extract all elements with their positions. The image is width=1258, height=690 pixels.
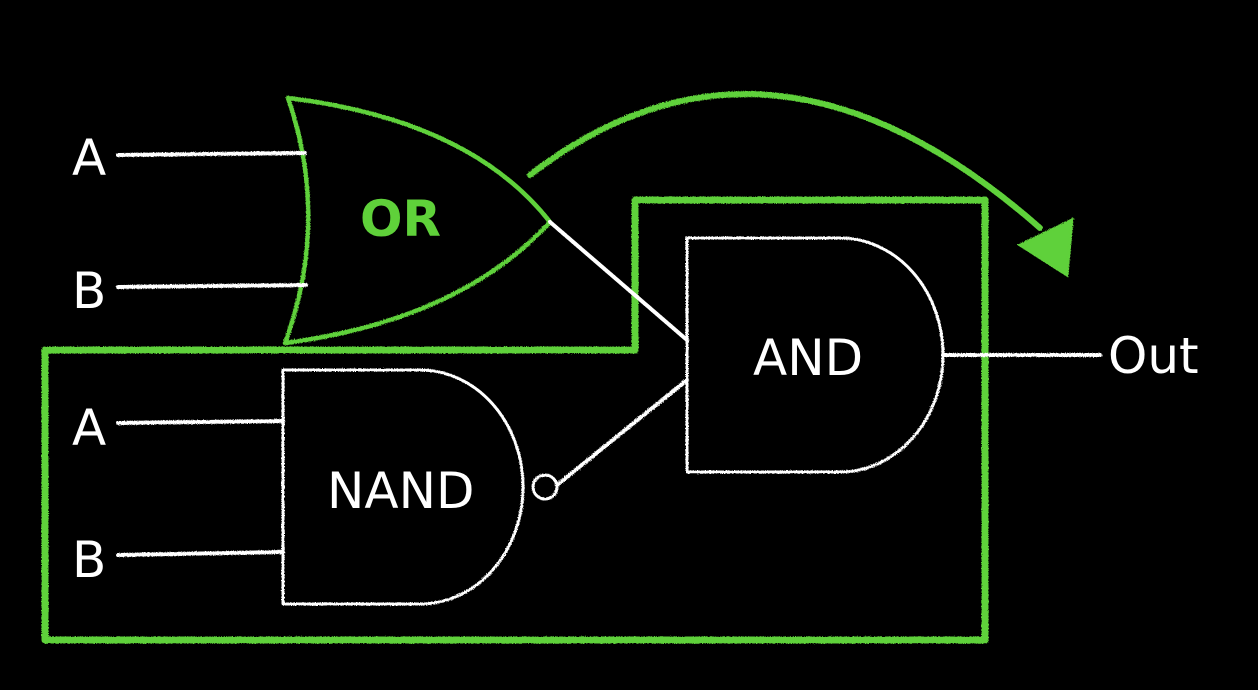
wire-or-to-and [548, 220, 689, 342]
or-arrowhead-icon [1016, 217, 1074, 278]
input-label-or-a: A [72, 129, 106, 187]
wire-nand-b [116, 550, 285, 557]
input-label-nand-a: A [72, 399, 106, 457]
and-gate-label: AND [753, 329, 863, 387]
xor-outline [41, 196, 989, 644]
wire-nand-a [116, 419, 285, 425]
nand-bubble [531, 473, 559, 501]
nand-gate [281, 368, 525, 606]
or-gate [282, 95, 553, 346]
input-label-or-b: B [72, 262, 106, 320]
or-curved-arrow [527, 91, 1043, 231]
wire-or-a [116, 151, 307, 157]
wire-or-b [116, 283, 308, 289]
wire-nand-to-and [555, 378, 689, 487]
and-gate [685, 236, 945, 474]
input-label-nand-b: B [72, 531, 106, 589]
output-label: Out [1108, 327, 1199, 385]
nand-gate-label: NAND [327, 462, 475, 520]
input-wires [116, 151, 308, 557]
internal-wires [548, 220, 1102, 487]
or-gate-label: OR [360, 190, 441, 248]
